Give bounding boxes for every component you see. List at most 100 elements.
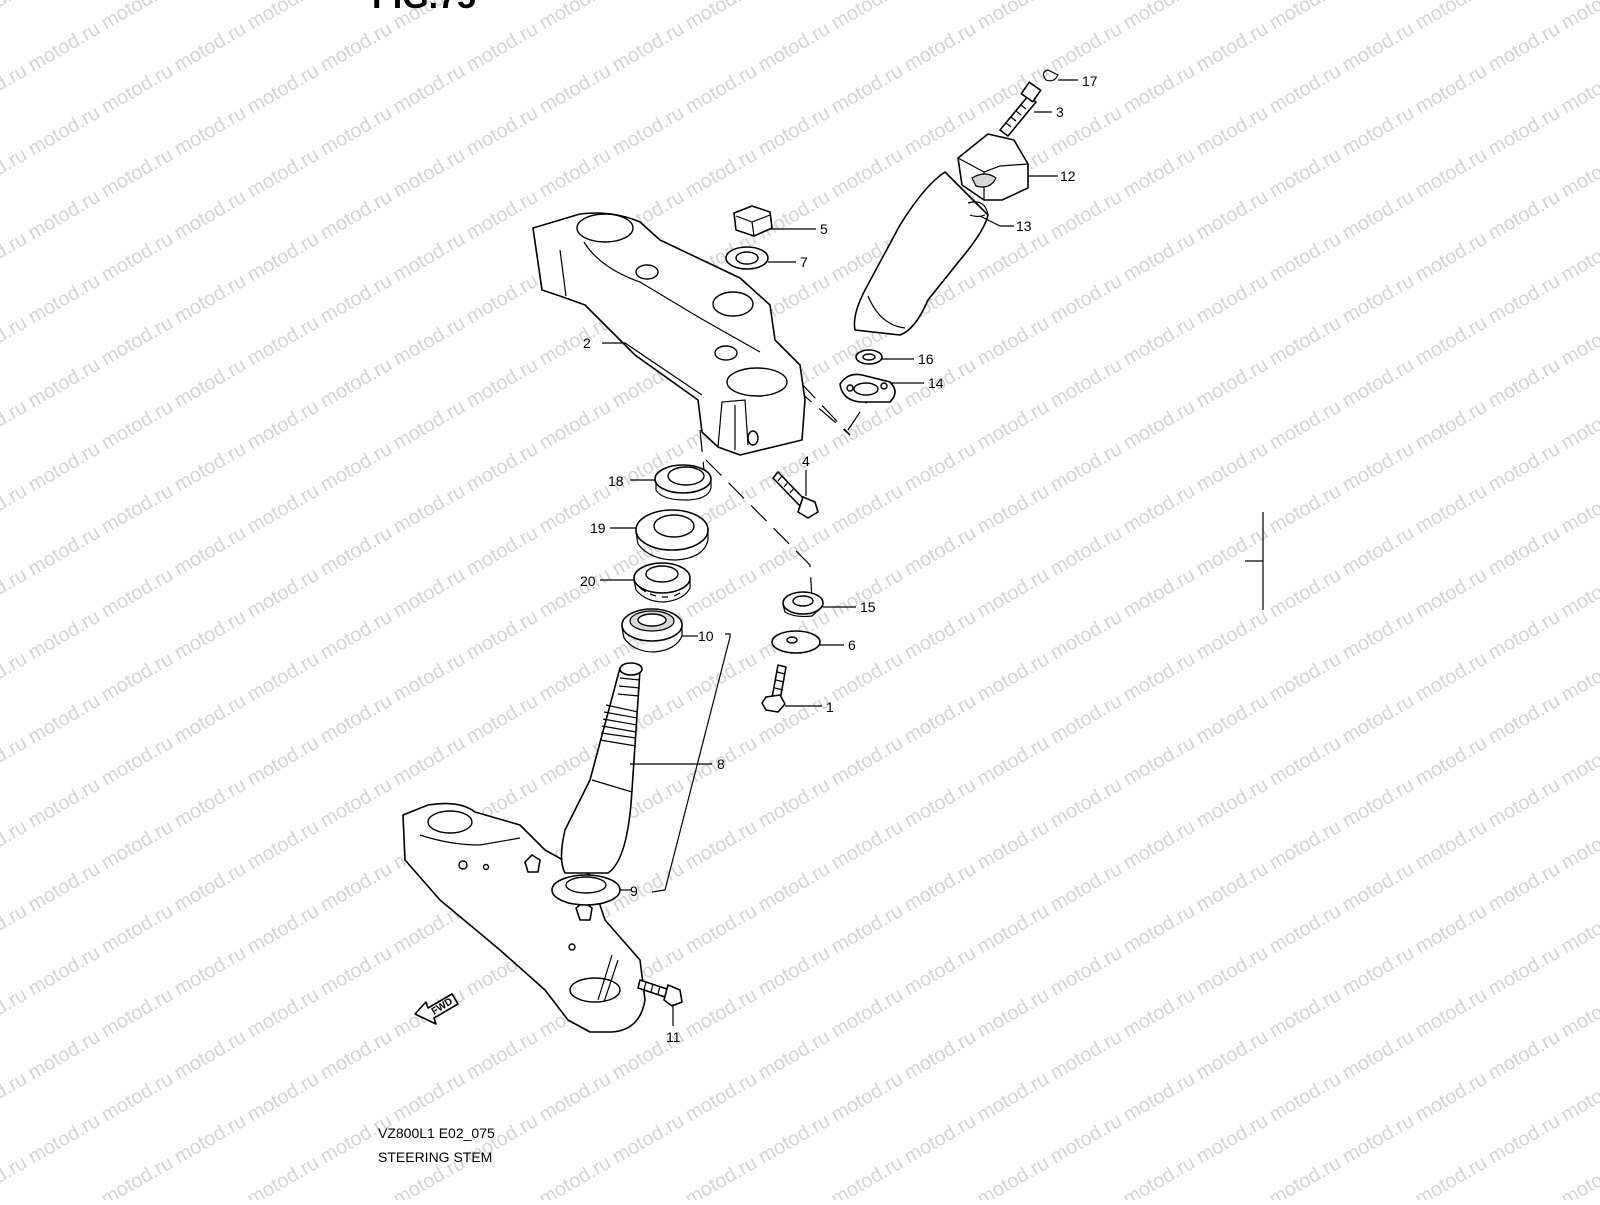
watermark-text: motod.ru <box>390 564 469 623</box>
watermark-text: motod.ru <box>463 522 542 581</box>
watermark-text: motod.ru <box>25 1110 104 1169</box>
watermark-text: motod.ru <box>901 942 980 1001</box>
watermark-text: motod.ru <box>901 1026 980 1085</box>
watermark-text: motod.ru <box>25 438 104 497</box>
watermark-text: motod.ru <box>828 900 907 959</box>
watermark-text: motod.ru <box>171 102 250 161</box>
watermark-text: motod.ru <box>974 816 1053 875</box>
handlebar-holder <box>958 134 1028 200</box>
watermark-text: motod.ru <box>1193 270 1272 329</box>
watermark-text: motod.ru <box>1412 1068 1491 1127</box>
watermark-text: motod.ru <box>1120 816 1199 875</box>
watermark-text: motod.ru <box>1485 18 1564 77</box>
watermark-text: motod.ru <box>1047 1026 1126 1085</box>
watermark-text: motod.ru <box>317 774 396 833</box>
watermark-text: motod.ru <box>974 984 1053 1043</box>
watermark-text: motod.ru <box>1266 480 1345 539</box>
watermark-text: motod.ru <box>1339 354 1418 413</box>
watermark-text: motod.ru <box>98 648 177 707</box>
watermark-text: motod.ru <box>1193 606 1272 665</box>
callout-12: 12 <box>1060 168 1076 184</box>
watermark-text: motod.ru <box>244 732 323 791</box>
watermark-text: motod.ru <box>1047 354 1126 413</box>
watermark-text: motod.ru <box>0 648 31 707</box>
watermark-text: motod.ru <box>1339 1110 1418 1169</box>
watermark-text: motod.ru <box>1339 102 1418 161</box>
watermark-text: motod.ru <box>390 312 469 371</box>
cushion-washer <box>856 350 882 364</box>
watermark-text: motod.ru <box>974 900 1053 959</box>
watermark-text: motod.ru <box>244 1152 323 1200</box>
watermark-text: motod.ru <box>1339 774 1418 833</box>
watermark-text: motod.ru <box>244 312 323 371</box>
watermark-text: motod.ru <box>1558 228 1600 287</box>
watermark-text: motod.ru <box>244 0 323 34</box>
watermark-text: motod.ru <box>755 1110 834 1169</box>
watermark-text: motod.ru <box>974 648 1053 707</box>
watermark-text: motod.ru <box>1193 186 1272 245</box>
watermark-text: motod.ru <box>755 522 834 581</box>
watermark-text: motod.ru <box>755 774 834 833</box>
watermark-text: motod.ru <box>244 144 323 203</box>
watermark-text: motod.ru <box>317 270 396 329</box>
watermark-text: motod.ru <box>1558 564 1600 623</box>
watermark-text: motod.ru <box>463 18 542 77</box>
watermark-text: motod.ru <box>828 60 907 119</box>
watermark-text: motod.ru <box>755 858 834 917</box>
watermark-text: motod.ru <box>171 690 250 749</box>
watermark-text: motod.ru <box>244 1068 323 1127</box>
flat-washer <box>772 631 820 653</box>
watermark-text: motod.ru <box>755 1026 834 1085</box>
upper-bearing <box>634 563 690 602</box>
watermark-text: motod.ru <box>171 1026 250 1085</box>
watermark-text: motod.ru <box>25 522 104 581</box>
callout-5: 5 <box>820 221 828 237</box>
watermark-text: motod.ru <box>317 18 396 77</box>
watermark-text: motod.ru <box>1266 816 1345 875</box>
watermark-text: motod.ru <box>390 228 469 287</box>
watermark-text: motod.ru <box>536 60 615 119</box>
watermark-text: motod.ru <box>1266 1068 1345 1127</box>
section-title: STEERING STEM <box>378 1149 492 1165</box>
callout-10: 10 <box>698 628 714 644</box>
watermark-text: motod.ru <box>1412 228 1491 287</box>
stopper-bolt <box>762 665 786 712</box>
watermark-text: motod.ru <box>171 858 250 917</box>
watermark-text: motod.ru <box>1120 564 1199 623</box>
watermark-text: motod.ru <box>1485 1026 1564 1085</box>
holder-plate <box>840 374 895 402</box>
watermark-text: motod.ru <box>0 0 31 34</box>
watermark-text: motod.ru <box>1485 942 1564 1001</box>
watermark-text: motod.ru <box>1412 900 1491 959</box>
watermark-text: motod.ru <box>25 942 104 1001</box>
watermark-text: motod.ru <box>1558 0 1600 34</box>
watermark-text: motod.ru <box>0 900 31 959</box>
watermark-text: motod.ru <box>25 354 104 413</box>
watermark-text: motod.ru <box>244 984 323 1043</box>
watermark-text: motod.ru <box>1047 690 1126 749</box>
watermark-text: motod.ru <box>1047 18 1126 77</box>
watermark-text: motod.ru <box>390 732 469 791</box>
watermark-text: motod.ru <box>1047 942 1126 1001</box>
watermark-text: motod.ru <box>1558 144 1600 203</box>
watermark-text: motod.ru <box>1485 522 1564 581</box>
watermark-text: motod.ru <box>1339 270 1418 329</box>
watermark-text: motod.ru <box>0 144 31 203</box>
callout-6: 6 <box>848 637 856 653</box>
watermark-text: motod.ru <box>463 690 542 749</box>
watermark-text: motod.ru <box>463 438 542 497</box>
callout-19: 19 <box>590 520 606 536</box>
callout-16: 16 <box>918 351 934 367</box>
watermark-text: motod.ru <box>390 480 469 539</box>
watermark-text: motod.ru <box>25 606 104 665</box>
watermark-text: motod.ru <box>1412 144 1491 203</box>
watermark-text: motod.ru <box>828 480 907 539</box>
watermark-text: motod.ru <box>1047 606 1126 665</box>
watermark-text: motod.ru <box>25 270 104 329</box>
watermark-text: motod.ru <box>1266 228 1345 287</box>
watermark-text: motod.ru <box>974 732 1053 791</box>
watermark-text: motod.ru <box>317 354 396 413</box>
watermark-text: motod.ru <box>901 522 980 581</box>
watermark-text: motod.ru <box>974 0 1053 34</box>
watermark-text: motod.ru <box>244 480 323 539</box>
